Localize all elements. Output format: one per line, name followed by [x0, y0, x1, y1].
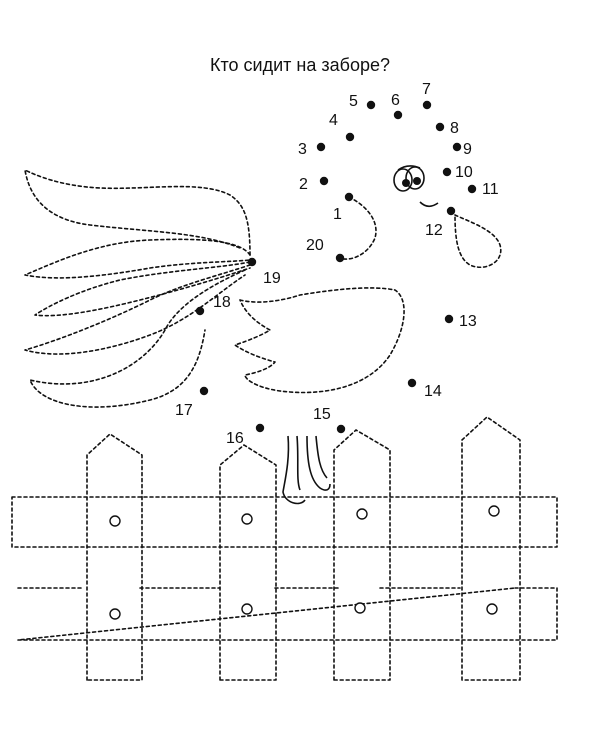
dot-9 [452, 142, 462, 152]
fence [11, 416, 558, 681]
dot-label-2: 2 [299, 176, 308, 193]
eyes [393, 165, 439, 208]
tail-feather-3 [34, 261, 251, 317]
dot-7 [422, 100, 432, 110]
fence-post-4 [461, 416, 521, 681]
dot-label-6: 6 [391, 92, 400, 109]
fence-bottom-rail [17, 587, 558, 641]
dot-15 [336, 424, 346, 434]
dot-label-3: 3 [298, 141, 307, 158]
page-title: Кто сидит на заборе? [210, 55, 390, 75]
dot-label-13: 13 [459, 313, 477, 330]
dot-11 [467, 184, 477, 194]
legs [282, 435, 331, 505]
dot-20 [335, 253, 345, 263]
dot-label-4: 4 [329, 112, 338, 129]
dot-18 [195, 306, 205, 316]
dot-label-5: 5 [349, 93, 358, 110]
fence-top-rail [11, 496, 558, 548]
dot-label-8: 8 [450, 120, 459, 137]
dot-16 [255, 423, 265, 433]
dot-label-9: 9 [463, 141, 472, 158]
dot-3 [316, 142, 326, 152]
dot-12 [446, 206, 456, 216]
dot-6 [393, 110, 403, 120]
wing-outline [234, 287, 405, 394]
fence-post-2 [219, 444, 277, 681]
dot-19 [247, 257, 257, 267]
dot-13 [444, 314, 454, 324]
dot-4 [345, 132, 355, 142]
dot-label-11: 11 [482, 181, 499, 198]
fence-post-3 [333, 429, 391, 681]
comb-outline [339, 196, 377, 260]
tail-feather-2 [24, 238, 251, 279]
tail-feathers [24, 169, 251, 408]
tail-feather-1 [24, 169, 251, 256]
dot-label-14: 14 [424, 383, 442, 400]
wattle-outline [454, 214, 502, 269]
dot-label-10: 10 [455, 164, 473, 181]
dot-14 [407, 378, 417, 388]
dot-1 [344, 192, 354, 202]
dot-label-19: 19 [263, 270, 281, 287]
dot-label-7: 7 [422, 81, 431, 98]
dot-17 [199, 386, 209, 396]
tail-feather-4 [24, 264, 251, 355]
dot-label-16: 16 [226, 430, 244, 447]
dot-label-17: 17 [175, 402, 193, 419]
dot-label-15: 15 [313, 406, 331, 423]
dot-label-12: 12 [425, 222, 443, 239]
dot-2 [319, 176, 329, 186]
dot-10 [442, 167, 452, 177]
fence-post-1 [86, 433, 143, 681]
dot-label-20: 20 [306, 237, 324, 254]
dot-5 [366, 100, 376, 110]
tail-feather-5 [29, 269, 246, 408]
dot-label-1: 1 [333, 206, 342, 223]
dot-8 [435, 122, 445, 132]
dot-label-18: 18 [213, 294, 231, 311]
